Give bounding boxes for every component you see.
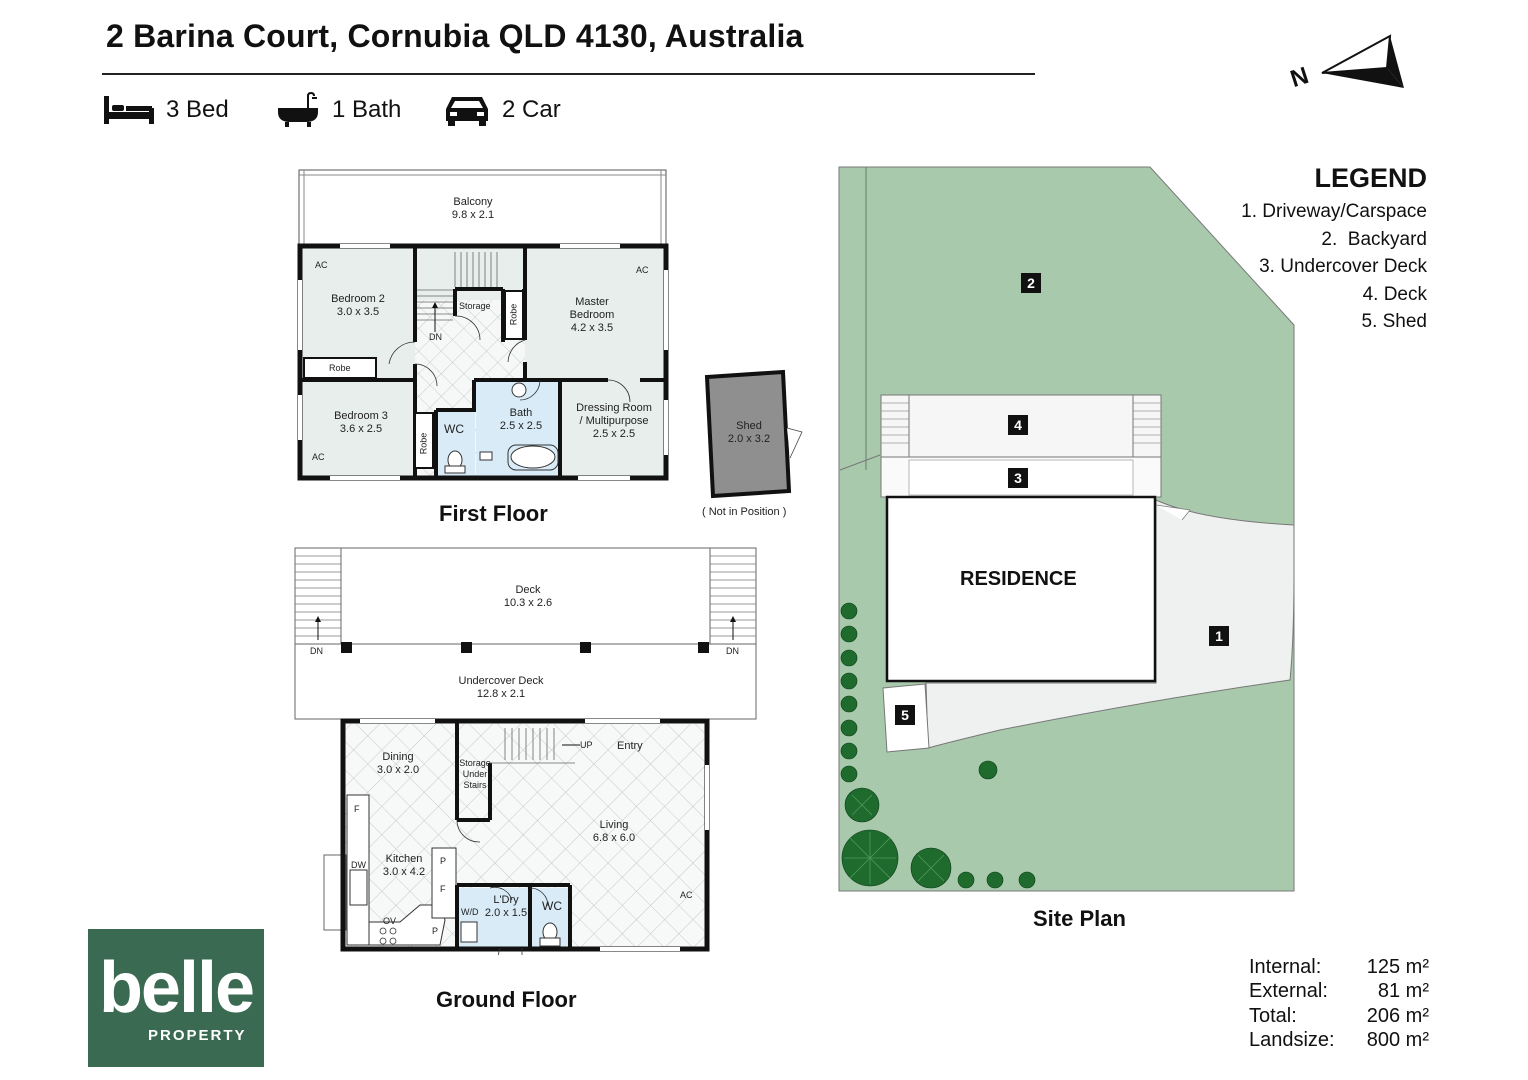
area-row: External:81 m² [1249, 980, 1429, 1003]
deck-dn-left-label: DN [310, 646, 323, 656]
site-marker-3: 3 [1008, 468, 1028, 488]
site-plan-title: Site Plan [1033, 906, 1126, 931]
bed-count: 3 Bed [166, 96, 229, 123]
site-marker-2: 2 [1021, 273, 1041, 293]
site-marker-5: 5 [895, 705, 915, 725]
legend-title: LEGEND [1314, 163, 1427, 193]
pantry-label-2: P [432, 926, 439, 936]
first-floor-wc-label: WC [444, 422, 464, 436]
pantry-label-1: P [440, 856, 447, 866]
residence-label: RESIDENCE [960, 568, 1077, 590]
washer-dryer-label: W/D [461, 907, 479, 917]
property-address: 2 Barina Court, Cornubia QLD 4130, Austr… [106, 18, 804, 54]
feature-bath: 1 Bath [276, 92, 401, 128]
legend-item: 5. Shed [1361, 311, 1428, 333]
ground-floor-wc-label: WC [542, 899, 562, 913]
header-divider [102, 73, 1035, 75]
legend-item: 1. Driveway/Carspace [1241, 201, 1427, 222]
entry-label: Entry [617, 740, 643, 752]
ground-floor-plan [294, 547, 757, 955]
fridge-label-2: F [440, 884, 446, 894]
feature-bed: 3 Bed [104, 92, 229, 128]
site-marker-1: 1 [1209, 626, 1229, 646]
master-robe-label: Robe [508, 303, 519, 326]
ground-floor-title: Ground Floor [436, 987, 577, 1012]
area-summary: Internal:125 m² External:81 m² Total:206… [1249, 955, 1429, 1052]
legend-list: 1. Driveway/Carspace 2. Backyard 3. Unde… [1241, 198, 1427, 336]
car-icon [446, 97, 488, 126]
stairs-up-label: UP [580, 740, 593, 750]
area-row: Internal:125 m² [1249, 956, 1429, 978]
bedroom3-ac-label: AC [312, 452, 325, 462]
first-floor-dn-label: DN [429, 332, 442, 342]
bedroom2-ac-label: AC [315, 260, 328, 270]
legend-item: 2. Backyard [1321, 228, 1427, 250]
oven-label: OV [383, 916, 397, 926]
north-arrow-icon [1321, 34, 1404, 88]
bedroom2-robe-label: Robe [329, 363, 351, 373]
bathtub-icon [278, 92, 318, 127]
legend-item: 3. Undercover Deck [1259, 256, 1427, 278]
first-floor-title: First Floor [439, 501, 548, 526]
bed-icon [104, 96, 154, 124]
site-marker-4: 4 [1008, 415, 1028, 435]
bedroom3-robe-label: Robe [418, 432, 429, 455]
deck-dn-right-label: DN [726, 646, 739, 656]
area-row: Total:206 m² [1249, 1004, 1429, 1027]
dishwasher-label: DW [351, 860, 366, 870]
area-row: Landsize:800 m² [1249, 1028, 1429, 1051]
shed-note: ( Not in Position ) [702, 506, 787, 518]
belle-property-logo: belle PROPERTY [88, 929, 264, 1067]
feature-car: 2 Car [444, 92, 561, 128]
shed-plan [704, 369, 803, 499]
living-ac-label: AC [680, 890, 693, 900]
legend-item: 4. Deck [1362, 283, 1427, 305]
storage-label: Storage [459, 301, 491, 311]
master-ac-label: AC [636, 265, 649, 275]
site-plan [838, 166, 1295, 892]
car-count: 2 Car [502, 96, 561, 123]
bath-count: 1 Bath [332, 96, 402, 123]
first-floor-plan [297, 169, 669, 481]
fridge-label: F [354, 804, 360, 814]
